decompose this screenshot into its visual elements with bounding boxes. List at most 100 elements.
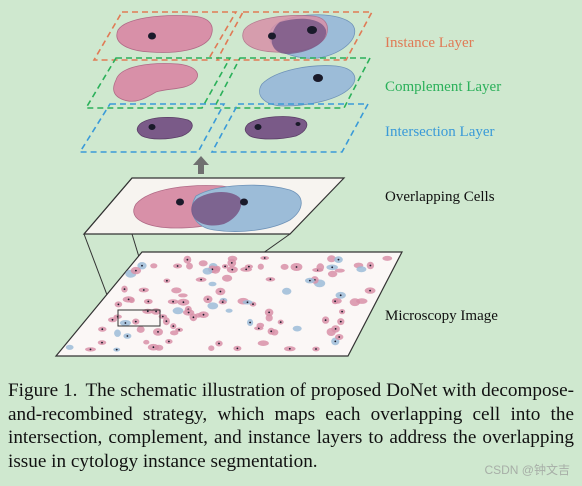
overlapping-intersection (191, 192, 242, 226)
instance-pink-cell (116, 15, 213, 53)
microscopy-cell (222, 274, 233, 282)
microscopy-nucleus (252, 303, 254, 305)
microscopy-nucleus (124, 322, 127, 324)
microscopy-nucleus (134, 320, 137, 323)
microscopy-cell (114, 329, 121, 337)
microscopy-cell (280, 263, 289, 270)
microscopy-nucleus (339, 294, 342, 297)
microscopy-nucleus (127, 298, 130, 301)
microscopy-nucleus (142, 289, 145, 291)
microscopy-nucleus (339, 320, 342, 323)
microscopy-nucleus (186, 258, 189, 261)
microscopy-nucleus (288, 347, 291, 350)
microscopy-nucleus (221, 301, 224, 303)
figure-caption: Figure 1.The schematic illustration of p… (8, 379, 574, 473)
instance-layer (92, 11, 374, 61)
microscopy-nucleus (126, 335, 129, 337)
watermark: CSDN @钟文吉 (484, 463, 570, 477)
up-arrow-icon (193, 156, 209, 174)
microscopy-nucleus (176, 265, 179, 267)
complement-blue-nucleus (313, 74, 323, 82)
microscopy-nucleus (219, 290, 222, 293)
microscopy-nucleus (187, 311, 190, 314)
microscopy-nucleus (245, 268, 248, 271)
microscopy-nucleus (168, 340, 170, 343)
microscopy-cell (170, 330, 179, 336)
microscopy-nucleus (315, 348, 317, 350)
microscopy-cell (349, 298, 361, 307)
microscopy-nucleus (147, 300, 150, 303)
complement-blue-cell (259, 65, 356, 107)
microscopy-nucleus (211, 268, 214, 271)
instance-layer-frame-right (215, 11, 374, 61)
microscopy-nucleus (230, 262, 233, 264)
microscopy-cell (150, 263, 158, 269)
microscopy-nucleus (338, 336, 341, 338)
microscopy-nucleus (165, 320, 168, 323)
microscopy-nucleus (182, 301, 185, 304)
microscopy-nucleus (337, 258, 340, 261)
microscopy-nucleus (117, 303, 120, 306)
overlapping-nucleus-1 (176, 198, 184, 206)
microscopy-nucleus (192, 316, 195, 319)
microscopy-cell (143, 339, 150, 345)
microscopy-nucleus (141, 264, 143, 267)
microscopy-nucleus (324, 319, 327, 321)
instance-pink-nucleus (148, 32, 156, 40)
zoom-region-box (117, 309, 161, 327)
intersection-layer-frame-right (210, 103, 370, 153)
microscopy-nucleus (268, 311, 270, 314)
intersection-layer-label: Intersection Layer (385, 124, 495, 140)
microscopy-nucleus (200, 278, 203, 281)
microscopy-cell (256, 322, 265, 329)
microscopy-nucleus (172, 300, 175, 303)
microscopy-cell (316, 263, 325, 272)
microscopy-nucleus (166, 279, 168, 282)
microscopy-nucleus (269, 278, 272, 281)
microscopy-cell (327, 270, 338, 278)
instance-right-nucleus-1 (268, 32, 276, 40)
microscopy-nucleus (101, 341, 103, 344)
microscopy-nucleus (218, 342, 220, 345)
instance-layer-label: Instance Layer (385, 35, 474, 51)
microscopy-nucleus (89, 348, 92, 351)
overlapping-cells-label: Overlapping Cells (385, 189, 495, 205)
complement-layer-label: Complement Layer (385, 79, 501, 95)
microscopy-nucleus (334, 300, 336, 303)
microscopy-cell (172, 307, 184, 315)
microscopy-image-panel (54, 251, 403, 357)
donet-schematic-diagram: Instance Layer Complement Layer Intersec… (54, 11, 501, 357)
intersection-layer (78, 103, 370, 153)
microscopy-nucleus (334, 340, 337, 343)
microscopy-nucleus (135, 269, 137, 272)
complement-layer-frame-left (84, 57, 232, 109)
microscopy-nucleus (123, 288, 126, 290)
caption-figure-number: Figure 1. (8, 380, 78, 401)
microscopy-nucleus (224, 265, 227, 268)
microscopy-nucleus (178, 328, 181, 331)
microscopy-cell (334, 268, 345, 273)
microscopy-nucleus (246, 301, 249, 304)
intersection-nucleus-left (148, 124, 156, 130)
microscopy-nucleus (202, 313, 205, 316)
microscopy-nucleus (146, 310, 149, 313)
microscopy-nucleus (331, 266, 334, 269)
overlapping-cells-panel (82, 177, 346, 235)
microscopy-cell (292, 325, 302, 332)
microscopy-nucleus (279, 321, 282, 323)
microscopy-nucleus (249, 321, 252, 324)
microscopy-cell (356, 266, 367, 273)
microscopy-nucleus (152, 346, 155, 349)
microscopy-nucleus (161, 315, 164, 318)
microscopy-nucleus (270, 330, 273, 333)
microscopy-nucleus (369, 289, 371, 292)
intersection-layer-frame-left (78, 103, 226, 153)
microscopy-image-label: Microscopy Image (385, 308, 498, 324)
microscopy-nucleus (115, 348, 118, 351)
microscopy-cell (202, 267, 213, 275)
microscopy-nucleus (207, 298, 209, 301)
microscopy-nucleus (111, 318, 114, 321)
microscopy-nucleus (231, 268, 234, 271)
instance-right-nucleus-2 (307, 26, 317, 34)
microscopy-nucleus (341, 310, 343, 313)
